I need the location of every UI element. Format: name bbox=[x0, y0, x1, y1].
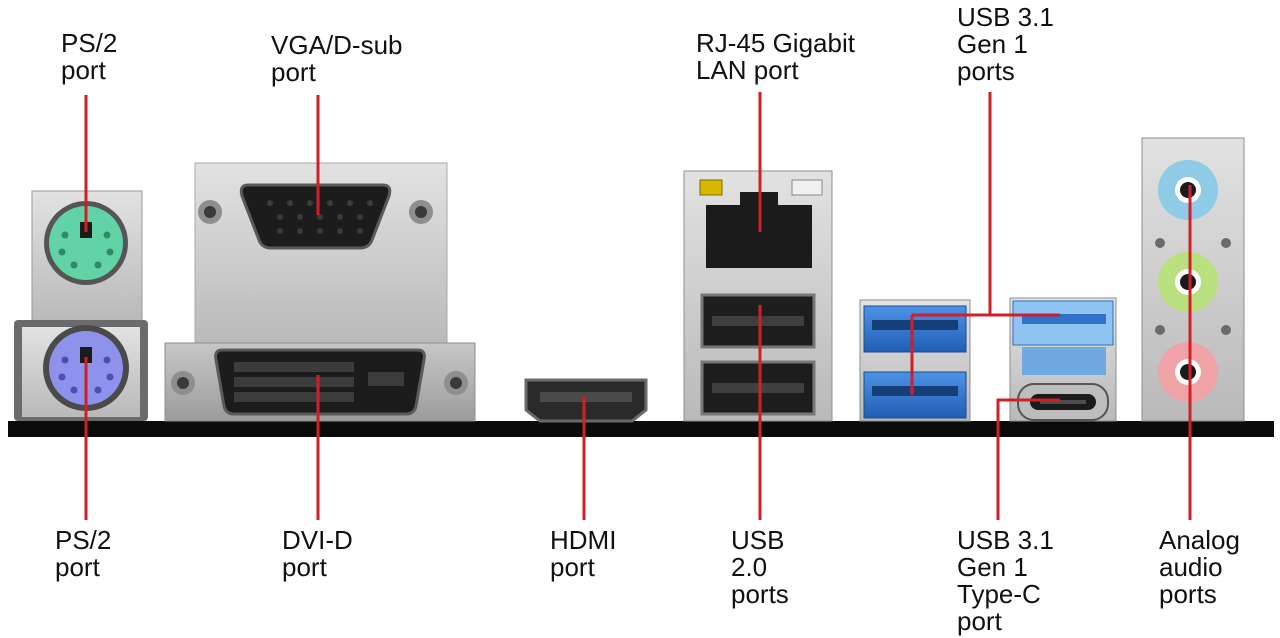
board-edge bbox=[8, 421, 1274, 437]
label-usb20: USB 2.0 ports bbox=[731, 525, 789, 609]
usb31-typec-stack bbox=[1009, 297, 1117, 422]
hdmi-connector bbox=[524, 378, 648, 423]
ps2-keyboard-port bbox=[14, 320, 148, 421]
leader-usb31-typec bbox=[996, 398, 1060, 520]
label-usb31-top: USB 3.1 Gen 1 ports bbox=[957, 2, 1054, 86]
label-rj45: RJ-45 Gigabit LAN port bbox=[696, 28, 855, 85]
vga-connector bbox=[198, 183, 433, 250]
label-audio: Analog audio ports bbox=[1159, 525, 1240, 609]
usb31-stack bbox=[859, 299, 971, 422]
label-usb31-typec: USB 3.1 Gen 1 Type-C port bbox=[957, 525, 1054, 636]
audio-jacks bbox=[1141, 137, 1245, 422]
rj45-usb2-stack bbox=[683, 170, 833, 422]
label-ps2-top: PS/2 port bbox=[61, 28, 118, 85]
label-dvi: DVI-D port bbox=[282, 525, 353, 582]
dvi-connector bbox=[171, 348, 468, 416]
label-vga: VGA/D-sub port bbox=[271, 30, 403, 87]
leader-usb31-top bbox=[910, 92, 1060, 395]
label-hdmi: HDMI port bbox=[550, 525, 617, 582]
label-ps2-bottom: PS/2 port bbox=[55, 525, 112, 582]
